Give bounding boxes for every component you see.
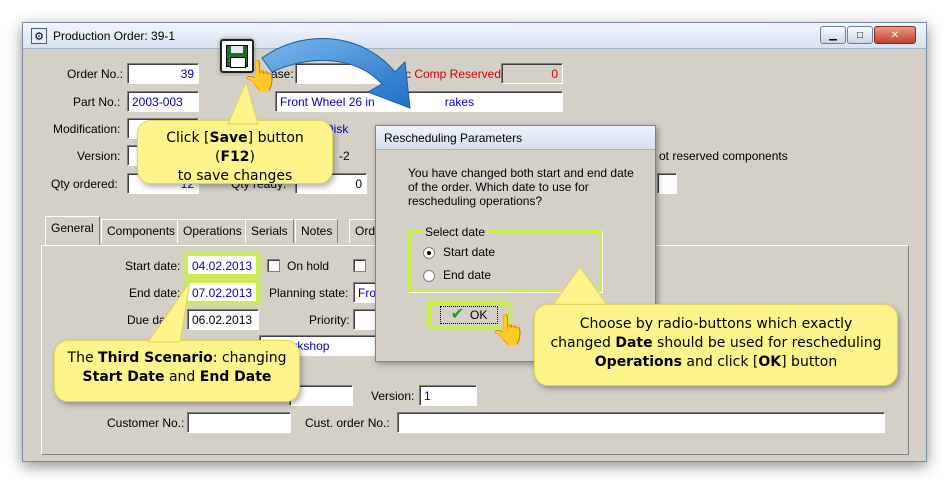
tab-general[interactable]: General [45,216,100,245]
choose-callout: Choose by radio-buttons which exactly ch… [534,304,898,386]
version-label: Version: [77,149,121,163]
general-version-field[interactable]: 1 [419,385,477,406]
minimize-button[interactable]: ▁ [820,26,846,44]
start-date-label: Start date: [125,259,181,273]
select-date-group-title: Select date [423,225,488,239]
part-no-label: Part No.: [73,95,121,109]
window-title: Production Order: 39-1 [53,29,176,43]
dialog-title: Rescheduling Parameters [376,126,655,150]
scenario-callout-pointer [147,281,191,343]
reserved-components-field [657,173,677,194]
on-hold-checkbox[interactable] [267,259,280,272]
on-hold-label: On hold [287,259,330,273]
settings-icon: ⚙ [31,28,47,44]
not-reserved-components-label: ot reserved components [659,149,788,163]
title-bar: ⚙ Production Order: 39-1 ▁ □ ✕ [23,23,926,49]
rescheduling-dialog: Rescheduling Parameters You have changed… [375,125,656,362]
part-no-field[interactable]: 2003-003 [127,91,199,112]
tab-serials[interactable]: Serials [245,219,294,243]
start-date-field[interactable]: 04.02.2013 [185,253,259,277]
dialog-message: You have changed both start and end date… [408,166,634,208]
start-date-radio[interactable] [423,247,435,259]
ok-button-label: OK [470,308,488,322]
hand-cursor-icon: 👆 [242,60,280,93]
qty-ordered-label: Qty ordered: [51,177,118,191]
order-no-label: Order No.: [67,67,124,81]
cust-order-no-label: Cust. order No.: [305,416,390,430]
scenario-callout: The Third Scenario: changing Start Date … [54,340,300,402]
rc-comp-reserved-field: 0 [501,63,563,84]
modification-label: Modification: [53,122,121,136]
order-no-field[interactable]: 39 [127,63,199,84]
general-version-label: Version: [371,389,415,403]
end-date-radio-label: End date [443,268,492,282]
rc-comp-reserved-label: rc Comp Reserved: [401,67,505,81]
tab-notes[interactable]: Notes [295,219,339,243]
save-callout-pointer [227,80,259,125]
customer-no-field[interactable] [187,412,291,433]
end-date-field[interactable]: 07.02.2013 [185,280,259,304]
due-date-field[interactable]: 06.02.2013 [187,309,259,330]
customer-no-label: Customer No.: [107,416,185,430]
option-checkbox[interactable] [353,259,366,272]
checkmark-icon: ✔ [450,306,465,323]
end-date-radio[interactable] [423,270,435,282]
save-icon[interactable] [220,39,254,73]
tab-components[interactable]: Components [101,219,182,243]
close-button[interactable]: ✕ [874,26,916,44]
select-date-group: Select date Start date End date [408,225,602,292]
start-date-radio-label: Start date [443,245,496,259]
hand-cursor-icon: 👆 [490,314,528,347]
version-description: -2 [339,149,350,163]
priority-label: Priority: [309,313,350,327]
ok-button[interactable]: ✔ OK [428,302,510,328]
save-callout: Click [Save] button (F12) to save change… [137,120,333,184]
cust-order-no-field[interactable] [397,412,885,433]
planning-state-label: Planning state: [269,286,349,300]
end-date-label: End date: [129,286,181,300]
maximize-button[interactable]: □ [847,26,873,44]
